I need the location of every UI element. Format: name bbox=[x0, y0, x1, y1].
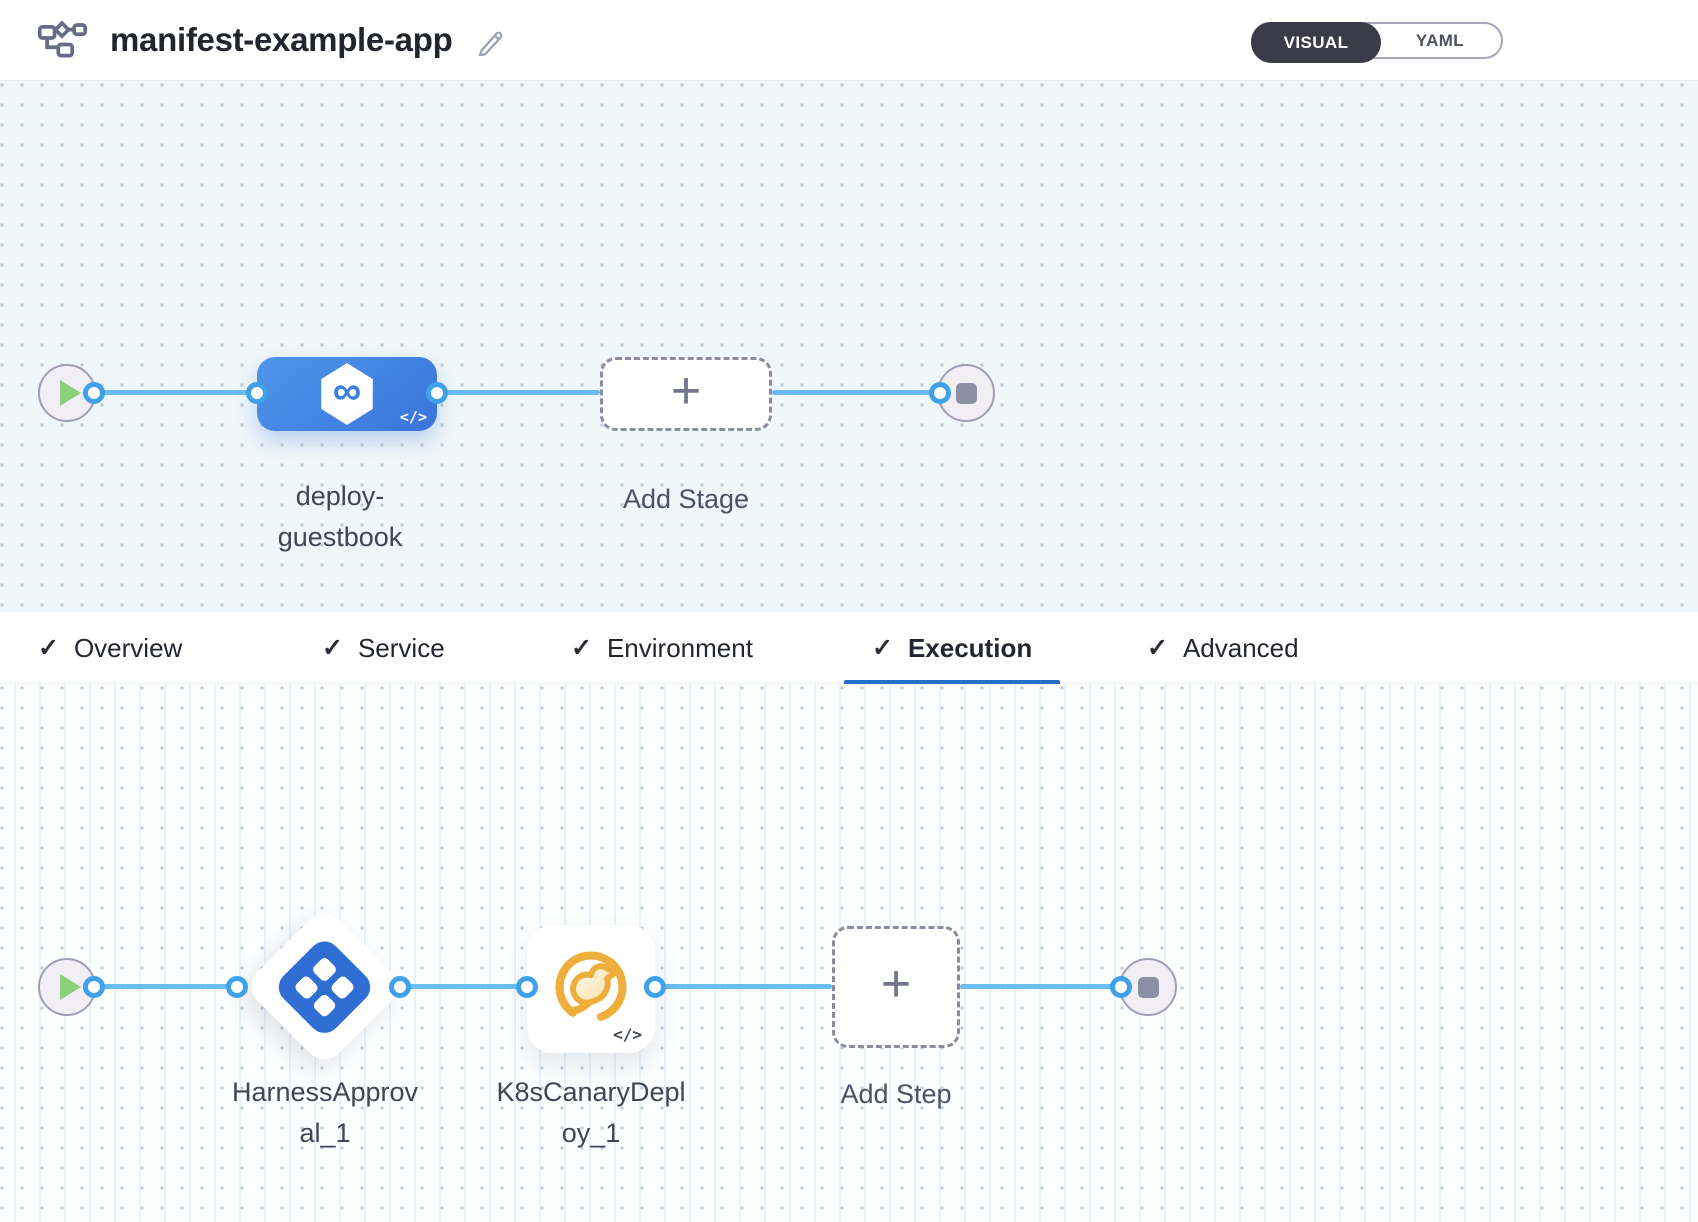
step-node-k8s-canary-deploy[interactable]: </> bbox=[527, 925, 655, 1053]
connector-dot bbox=[246, 382, 268, 404]
check-icon: ✓ bbox=[571, 634, 592, 662]
connector-line bbox=[94, 390, 257, 395]
approval-icon-hole bbox=[311, 991, 338, 1018]
connector-dot bbox=[1110, 976, 1132, 998]
connector-dot bbox=[83, 382, 105, 404]
check-icon: ✓ bbox=[38, 634, 59, 662]
play-icon bbox=[60, 380, 81, 406]
pipeline-header: manifest-example-app VISUAL YAML bbox=[0, 0, 1698, 81]
approval-icon-hole bbox=[329, 973, 356, 1000]
execution-graph-canvas: </> + HarnessApprov al_1 K8sCanaryDepl o… bbox=[0, 684, 1698, 1222]
tab-overview[interactable]: ✓ Overview bbox=[10, 612, 210, 684]
harness-approval-icon bbox=[272, 934, 377, 1039]
connector-dot bbox=[226, 976, 248, 998]
step-name-label: HarnessApprov al_1 bbox=[215, 1072, 435, 1154]
stop-icon bbox=[1137, 976, 1159, 998]
tab-advanced[interactable]: ✓ Advanced bbox=[1119, 612, 1327, 684]
connector-line bbox=[960, 984, 1121, 989]
connector-line bbox=[772, 390, 940, 395]
code-badge-icon: </> bbox=[399, 408, 427, 426]
add-stage-button[interactable]: + bbox=[600, 357, 772, 431]
approval-icon-hole bbox=[293, 973, 320, 1000]
stage-name-line2: guestbook bbox=[277, 522, 403, 552]
connector-line bbox=[400, 984, 527, 989]
add-stage-label: Add Stage bbox=[622, 484, 750, 514]
connector-dot bbox=[644, 976, 666, 998]
tab-environment[interactable]: ✓ Environment bbox=[543, 612, 781, 684]
step-node-harness-approval[interactable] bbox=[243, 905, 406, 1068]
stop-icon bbox=[955, 382, 977, 404]
plus-icon: + bbox=[880, 954, 912, 1013]
connector-dot bbox=[516, 976, 538, 998]
connector-dot bbox=[83, 976, 105, 998]
stage-name-label: deploy- guestbook bbox=[230, 476, 450, 558]
stage-config-tabbar: ✓ Overview ✓ Service ✓ Environment ✓ Exe… bbox=[0, 612, 1698, 684]
add-step-label: Add Step bbox=[840, 1079, 952, 1109]
step-name-label: K8sCanaryDepl oy_1 bbox=[481, 1072, 701, 1154]
stage-graph-canvas: ∞ </> + deploy- guestbook Add Stage bbox=[0, 81, 1698, 612]
approval-icon-wrap bbox=[272, 934, 377, 1039]
stage-name-line1: deploy- bbox=[295, 481, 385, 511]
step-name-line2: al_1 bbox=[299, 1118, 351, 1148]
step-name-line1: K8sCanaryDepl bbox=[496, 1077, 686, 1107]
toggle-yaml-button[interactable]: YAML bbox=[1415, 30, 1465, 50]
connector-dot bbox=[426, 382, 448, 404]
toggle-visual-button[interactable]: VISUAL bbox=[1251, 22, 1381, 63]
deployment-hexagon-icon: ∞ bbox=[321, 363, 373, 425]
check-icon: ✓ bbox=[872, 634, 893, 662]
pipeline-graph-icon bbox=[36, 16, 88, 65]
check-icon: ✓ bbox=[1147, 634, 1168, 662]
infinity-icon: ∞ bbox=[332, 368, 362, 413]
step-name-line1: HarnessApprov bbox=[231, 1077, 419, 1107]
execution-start-node bbox=[38, 958, 96, 1016]
code-badge-icon: </> bbox=[613, 1025, 642, 1044]
tab-label: Execution bbox=[907, 632, 1033, 663]
visual-yaml-toggle: VISUAL YAML bbox=[1251, 22, 1503, 63]
stage-node-deploy-guestbook[interactable]: ∞ </> bbox=[257, 357, 437, 431]
canary-bird-icon bbox=[552, 948, 630, 1031]
check-icon: ✓ bbox=[322, 634, 343, 662]
page-title: manifest-example-app bbox=[110, 21, 453, 58]
pencil-icon bbox=[476, 31, 506, 59]
tab-label: Service bbox=[357, 632, 445, 663]
connector-dot bbox=[389, 976, 411, 998]
tab-label: Environment bbox=[606, 632, 753, 663]
approval-icon-hole bbox=[311, 955, 338, 982]
step-name-line2: oy_1 bbox=[561, 1118, 621, 1148]
edit-pipeline-name-button[interactable] bbox=[476, 26, 506, 59]
tab-label: Advanced bbox=[1182, 632, 1299, 663]
tab-execution[interactable]: ✓ Execution bbox=[844, 612, 1061, 684]
play-icon bbox=[60, 974, 81, 1000]
connector-line bbox=[655, 984, 832, 989]
connector-line bbox=[94, 984, 237, 989]
tab-service[interactable]: ✓ Service bbox=[294, 612, 473, 684]
connector-line bbox=[437, 390, 600, 395]
add-step-button[interactable]: + bbox=[832, 926, 960, 1048]
tab-label: Overview bbox=[73, 632, 183, 663]
plus-icon: + bbox=[670, 361, 702, 420]
connector-dot bbox=[929, 382, 951, 404]
